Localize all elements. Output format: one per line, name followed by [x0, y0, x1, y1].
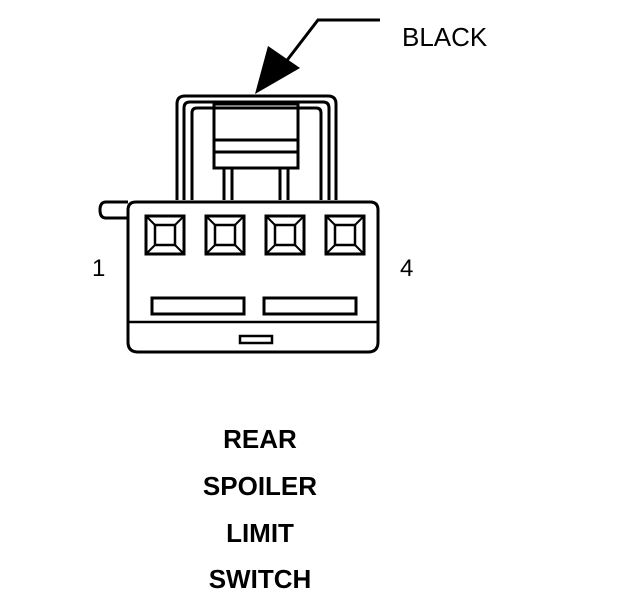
terminal-cavity-2: [204, 214, 246, 256]
color-label: BLACK: [402, 22, 488, 52]
lower-slot-right: [262, 296, 358, 316]
terminal-cavity-4: [324, 214, 366, 256]
component-title: REAR SPOILER LIMIT SWITCH: [203, 424, 317, 594]
pin-number-last: 4: [400, 255, 413, 282]
connector-side-tab: [98, 200, 128, 220]
pin-number-first: 1: [92, 255, 105, 282]
title-line-2: SPOILER: [203, 471, 317, 501]
connector-latch: [175, 94, 338, 200]
title-line-1: REAR: [223, 424, 297, 454]
title-line-4: SWITCH: [209, 564, 312, 594]
color-callout-leader: [276, 18, 380, 73]
title-line-3: LIMIT: [226, 518, 294, 548]
bottom-key: [238, 334, 274, 345]
terminal-cavity-3: [264, 214, 306, 256]
terminal-cavities: [144, 214, 366, 256]
lower-slot-left: [150, 296, 246, 316]
terminal-cavity-1: [144, 214, 186, 256]
callout-arrowhead: [255, 46, 300, 94]
